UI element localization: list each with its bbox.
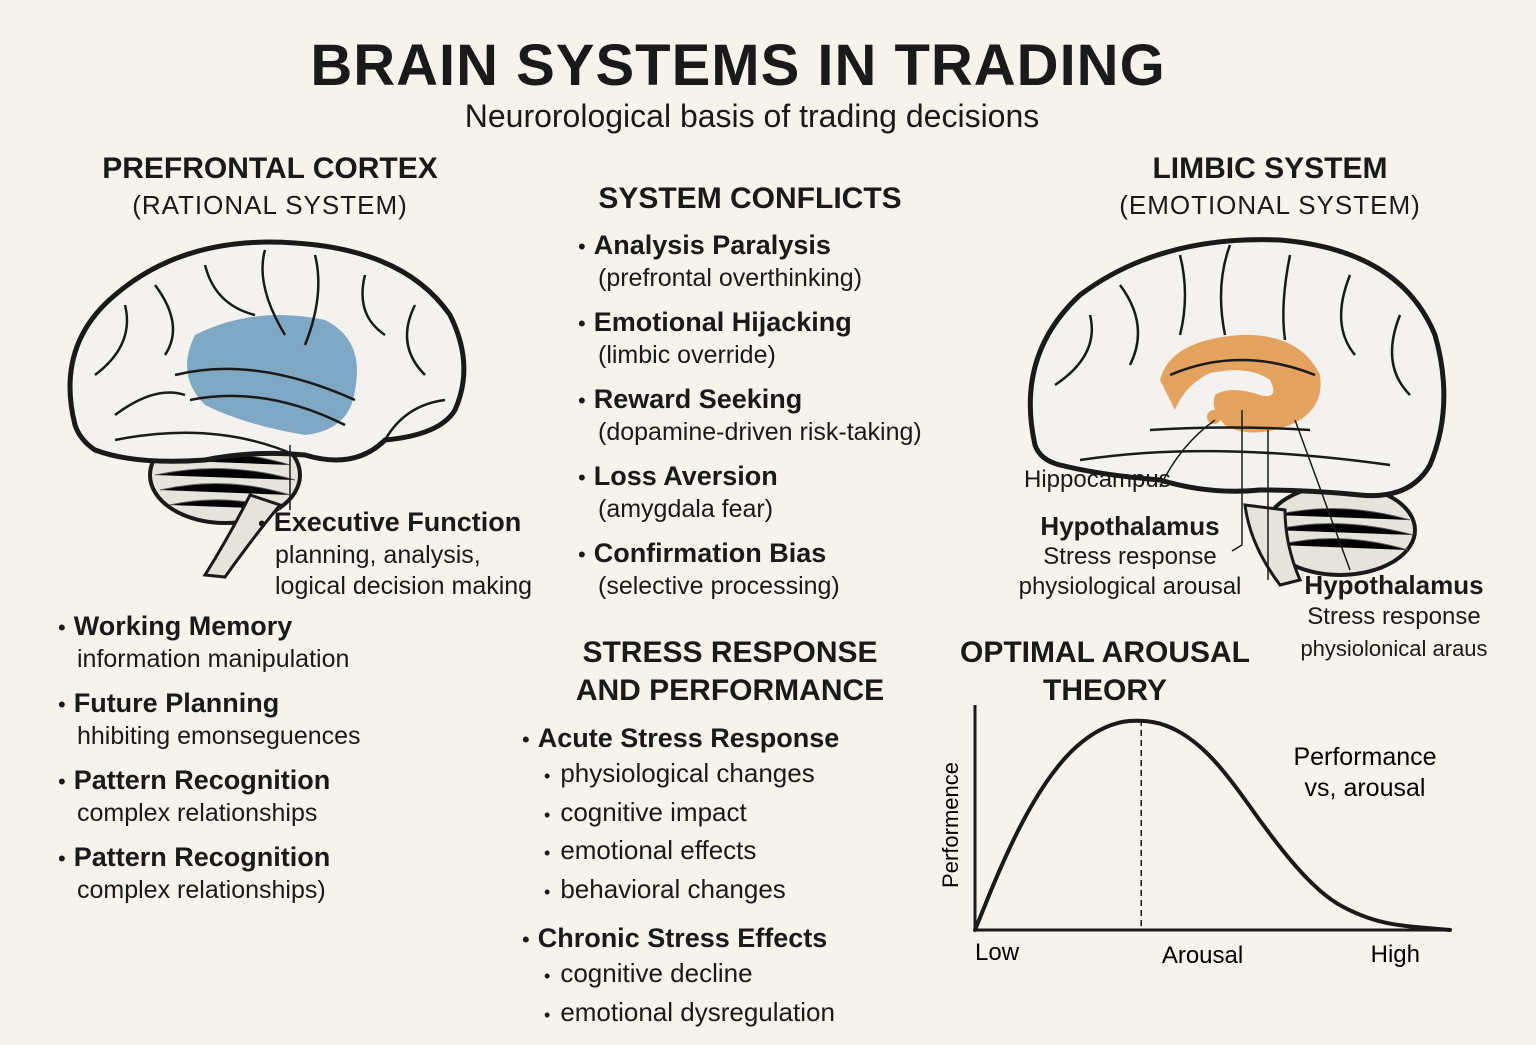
item-desc: hhibiting emonseguences — [77, 722, 361, 750]
item-title: Confirmation Bias — [578, 537, 922, 571]
stress-group: Acute Stress Response physiological chan… — [522, 722, 840, 911]
list-item: emotional effects — [522, 833, 839, 872]
hippocampus-label: Hippocampus — [1024, 466, 1171, 493]
arousal-chart: Performence Low Arousal High Performance… — [938, 705, 1452, 969]
item-title: Pattern Recognition — [58, 841, 361, 875]
brain-folds — [94, 249, 446, 457]
prefrontal-brain-illustration — [67, 239, 467, 579]
item-desc: (prefrontal overthinking) — [598, 264, 863, 292]
item-desc: (limbic override) — [598, 341, 776, 369]
page-subtitle: Neurorological basis of trading decision… — [464, 98, 1040, 134]
label-line: Stress response — [1043, 543, 1217, 570]
list-item: emotional dysregulation — [522, 995, 839, 1034]
callout-desc-line: planning, analysis, — [275, 541, 481, 569]
amygdala-highlight — [1207, 410, 1221, 424]
list-item: Loss Aversion (amygdala fear) — [578, 460, 922, 525]
brain-icon — [67, 239, 467, 579]
list-item: Emotional Hijacking (limbic override) — [578, 306, 922, 371]
group-title: Chronic Stress Effects — [522, 922, 839, 956]
item-desc: (dopamine-driven risk-taking) — [598, 418, 922, 446]
hypothalamus-left-label: Hypothalamus Stress response physiologic… — [1016, 511, 1244, 602]
chart-annotation: vs, arousal — [1305, 774, 1426, 802]
item-title: Emotional Hijacking — [578, 306, 922, 340]
conflicts-heading: SYSTEM CONFLICTS — [598, 182, 902, 215]
list-item: Pattern Recognition complex relationship… — [58, 764, 361, 829]
item-desc: complex relationships — [77, 799, 318, 827]
stress-heading-line: AND PERFORMANCE — [575, 674, 885, 707]
item-title: Future Planning — [58, 687, 361, 721]
limbic-heading: LIMBIC SYSTEM — [1152, 152, 1388, 185]
label-line: physiological arousal — [1018, 573, 1242, 600]
prefrontal-highlight — [187, 315, 357, 435]
stress-list: Acute Stress Response physiological chan… — [522, 722, 840, 1045]
item-title: Reward Seeking — [578, 383, 922, 417]
cerebellum-hatching — [1271, 508, 1414, 551]
x-tick-label-high: High — [1371, 941, 1420, 968]
hypothalamus-right-label: Hypothalamus Stress response physiolonic… — [1296, 570, 1492, 665]
chart-title-line: OPTIMAL AROUSAL — [960, 636, 1250, 669]
y-axis-label: Performence — [938, 762, 963, 888]
hypothalamus-highlight — [1225, 392, 1265, 428]
item-title: Loss Aversion — [578, 460, 922, 494]
list-item: Pattern Recognition complex relationship… — [58, 841, 361, 906]
list-item: behavioral changes — [522, 872, 839, 911]
brain-icon — [1027, 237, 1447, 587]
prefrontal-function-list: Working Memory information manipulation … — [58, 610, 361, 918]
item-title: Pattern Recognition — [58, 764, 361, 798]
limbic-brain-illustration — [1027, 237, 1447, 587]
item-desc: (amygdala fear) — [598, 495, 774, 523]
stress-heading: STRESS RESPONSE AND PERFORMANCE — [540, 634, 920, 710]
item-desc: complex relationships) — [77, 876, 326, 904]
chart-title: OPTIMAL AROUSAL THEORY — [930, 634, 1280, 710]
item-desc: information manipulation — [77, 645, 350, 673]
item-desc: (selective processing) — [598, 572, 840, 600]
prefrontal-subheading: (RATIONAL SYSTEM) — [132, 190, 408, 220]
limbic-subheading: (EMOTIONAL SYSTEM) — [1119, 190, 1421, 220]
list-item: cognitive decline — [522, 956, 839, 995]
label-line: Stress response — [1307, 603, 1481, 630]
performance-curve — [973, 718, 1452, 932]
item-title: Analysis Paralysis — [578, 229, 922, 263]
stress-group: Chronic Stress Effects cognitive decline… — [522, 922, 839, 1033]
brainstem-shape — [1243, 503, 1303, 587]
chart-title-line: THEORY — [1043, 674, 1167, 707]
chart-annotation: Performance — [1293, 743, 1436, 771]
executive-function-callout: Executive Function planning, analysis, l… — [258, 506, 532, 602]
list-item: Confirmation Bias (selective processing) — [578, 537, 922, 602]
limbic-highlight — [1160, 334, 1321, 433]
item-title: Working Memory — [58, 610, 361, 644]
list-item: Future Planning hhibiting emonseguences — [58, 687, 361, 752]
x-axis-label: Arousal — [1162, 942, 1243, 969]
x-tick-label-low: Low — [975, 939, 1020, 966]
list-item: Working Memory information manipulation — [58, 610, 361, 675]
label-title: Hypothalamus — [1304, 570, 1484, 600]
label-leader-lines — [1159, 410, 1351, 580]
label-title: Hypothalamus — [1040, 511, 1220, 541]
callout-desc-line: logical decision making — [275, 572, 533, 600]
stress-heading-line: STRESS RESPONSE — [582, 636, 878, 669]
list-item: cognitive impact — [522, 795, 839, 834]
conflicts-list: Analysis Paralysis (prefrontal overthink… — [578, 229, 922, 614]
callout-title: Executive Function — [258, 506, 532, 540]
brain-folds — [1054, 244, 1411, 467]
label-line: physiolonical araus — [1300, 636, 1488, 661]
list-item: Reward Seeking (dopamine-driven risk-tak… — [578, 383, 922, 448]
group-title: Acute Stress Response — [522, 722, 840, 756]
list-item: physiological changes — [522, 756, 839, 795]
page-title: BRAIN SYSTEMS IN TRADING — [310, 33, 1166, 98]
list-item: Analysis Paralysis (prefrontal overthink… — [578, 229, 922, 294]
prefrontal-heading: PREFRONTAL CORTEX — [102, 152, 438, 185]
